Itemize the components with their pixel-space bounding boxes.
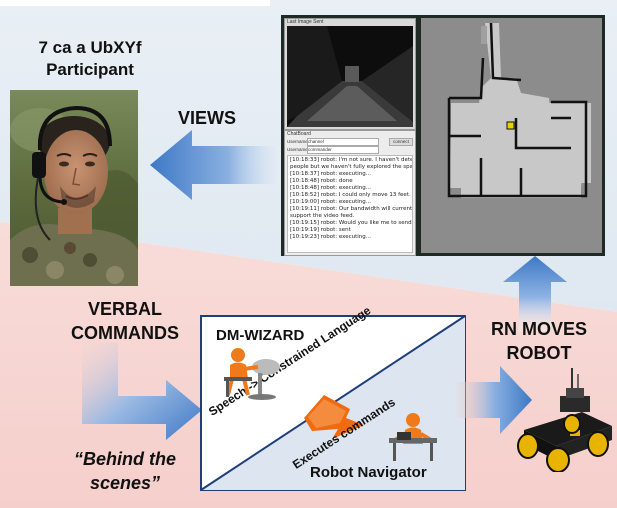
behind-line2: scenes” [89, 473, 161, 493]
robot-navigator-label: Robot Navigator [310, 464, 427, 481]
chat-window: ChatBoard Username channel connect Usern… [284, 130, 416, 256]
participant-photo [10, 90, 138, 286]
participant-title-line1: 7 ca a UbXYf [38, 38, 142, 57]
chat-line: support the video feed. [290, 213, 355, 219]
chat-line: [10:19:23] robot: executing... [290, 234, 372, 240]
participant-title: 7 ca a UbXYf Participant [30, 37, 150, 81]
dm-wizard-label: DM-WIZARD [216, 327, 305, 344]
chat-window-title: ChatBoard [287, 131, 311, 137]
behind-line1: “Behind the [74, 449, 176, 469]
rn-moves-robot-label: RN MOVES ROBOT [469, 317, 609, 365]
participant-title-line2: Participant [46, 60, 134, 79]
robot-arrow [456, 366, 532, 434]
robot-icon [517, 368, 612, 472]
map-view [421, 18, 602, 253]
behind-the-scenes-label: “Behind the scenes” [62, 447, 188, 495]
robot-navigator-person-icon [389, 413, 437, 461]
chat-line: [10:18:48] robot: executing... [290, 185, 372, 191]
chat-channel-field[interactable]: channel [307, 138, 379, 146]
views-arrow [150, 130, 280, 200]
verbal-label-line1: VERBAL [87, 299, 162, 319]
chat-line: people but we haven't fully explored the… [290, 164, 413, 170]
chat-log: [10:18:33] robot: I'm not sure. I haven'… [287, 155, 413, 253]
operator-screen: Last Image Sent ChatBoard Username chann… [281, 15, 605, 256]
chat-connect-button[interactable]: connect [389, 138, 413, 146]
chat-line: [10:18:48] robot: done [290, 178, 353, 184]
chat-server-label: Username [287, 139, 308, 144]
rn-moves-line2: ROBOT [506, 343, 572, 363]
wizard-box [200, 315, 466, 491]
dm-wizard-person-icon [224, 348, 280, 400]
chat-line: [10:19:00] robot: executing... [290, 199, 372, 205]
rn-moves-line1: RN MOVES [490, 319, 587, 339]
views-label: VIEWS [178, 108, 237, 128]
chat-line: [10:18:33] robot: I'm not sure. I haven'… [290, 157, 413, 163]
verbal-label-line2: COMMANDS [71, 323, 179, 343]
chat-line: [10:19:11] robot: Our bandwidth will cur… [290, 206, 413, 212]
verbal-arrow [82, 342, 202, 440]
chat-line: [10:18:37] robot: executing... [290, 171, 372, 177]
camera-feed [287, 26, 413, 127]
chat-line: [10:19:19] robot: sent [290, 227, 351, 233]
camera-window: Last Image Sent [284, 18, 416, 130]
verbal-commands-label: VERBAL COMMANDS [65, 297, 185, 345]
camera-window-title: Last Image Sent [287, 19, 324, 25]
chat-line: [10:19:15] robot: Would you like me to s… [290, 220, 412, 226]
chat-line: [10:18:52] robot: I could only move 13 f… [290, 192, 411, 198]
chat-username-field[interactable]: commander [307, 146, 379, 154]
up-arrow [503, 256, 567, 332]
chat-username-label: Username [287, 147, 308, 152]
